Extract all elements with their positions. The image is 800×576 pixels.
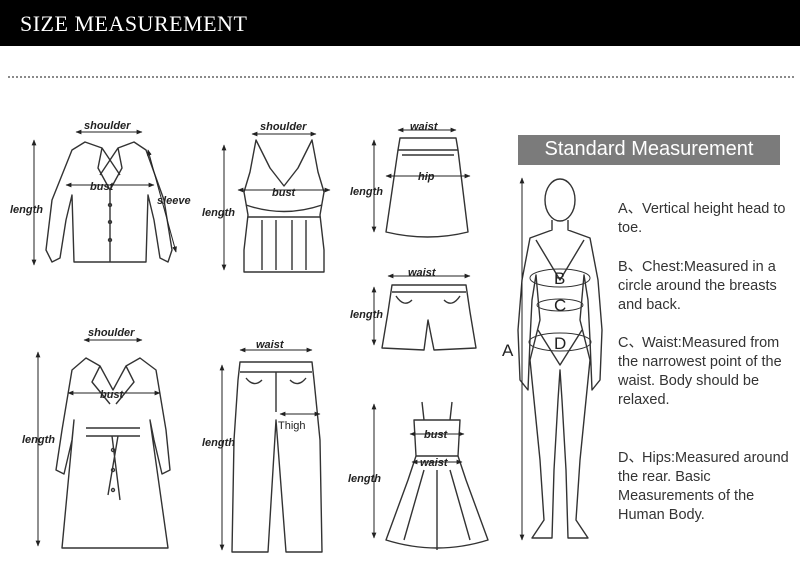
skirt-illustration [385, 137, 469, 238]
blouse-illustration [45, 141, 173, 263]
note-d: D、Hips:Measured around the rear. Basic M… [618, 449, 798, 525]
skirt-waist-label: waist [410, 121, 439, 133]
note-b-text: Chest:Measured in a circle around the br… [618, 259, 777, 313]
page-title: SIZE MEASUREMENT [20, 11, 248, 36]
shorts-illustration [381, 284, 477, 351]
dress-waist-label: waist [420, 457, 449, 469]
skirt-hip-label: hip [418, 171, 435, 183]
pants-illustration [231, 361, 323, 553]
human-body-illustration [517, 178, 603, 539]
dotted-divider [8, 76, 794, 78]
body-label-c: C [554, 296, 566, 315]
note-a: A、Vertical height head to toe. [618, 200, 798, 238]
body-label-d: D [554, 334, 566, 353]
skirt-length-label: length [350, 186, 383, 198]
note-c-text: Waist:Measured from the narrowest point … [618, 335, 782, 408]
camisole-bust-label: bust [272, 187, 297, 199]
note-d-key: D、 [618, 450, 643, 466]
camisole-illustration [243, 139, 325, 273]
shorts-length-label: length [350, 309, 383, 321]
coat-illustration [55, 357, 171, 549]
dress-bust-label: bust [424, 429, 449, 441]
blouse-length-label: length [10, 204, 43, 216]
blouse-bust-label: bust [90, 181, 115, 193]
pants-length-label: length [202, 437, 235, 449]
note-c-key: C、 [618, 335, 643, 351]
note-c: C、Waist:Measured from the narrowest poin… [618, 334, 798, 410]
coat-shoulder-label: shoulder [88, 327, 135, 339]
dress-length-label: length [348, 473, 381, 485]
standard-measurement-header: Standard Measurement [518, 135, 780, 165]
note-a-key: A、 [618, 201, 643, 217]
dress-illustration [385, 401, 489, 550]
body-label-b: B [554, 269, 565, 288]
note-d-text: Hips:Measured around the rear. Basic Mea… [618, 450, 789, 523]
standard-measurement-title: Standard Measurement [544, 138, 754, 160]
camisole-shoulder-label: shoulder [260, 121, 307, 133]
pants-thigh-label: Thigh [278, 420, 306, 432]
pants-waist-label: waist [256, 339, 285, 351]
coat-length-label: length [22, 434, 55, 446]
camisole-length-label: length [202, 207, 235, 219]
header-banner: SIZE MEASUREMENT [0, 0, 800, 46]
note-b-key: B、 [618, 259, 643, 275]
shorts-waist-label: waist [408, 267, 437, 279]
body-label-a: A [502, 341, 514, 360]
blouse-shoulder-label: shoulder [84, 120, 131, 132]
note-a-text: Vertical height head to toe. [618, 201, 786, 236]
note-b: B、Chest:Measured in a circle around the … [618, 258, 798, 315]
coat-bust-label: bust [100, 389, 125, 401]
blouse-sleeve-label: sleeve [157, 195, 191, 207]
